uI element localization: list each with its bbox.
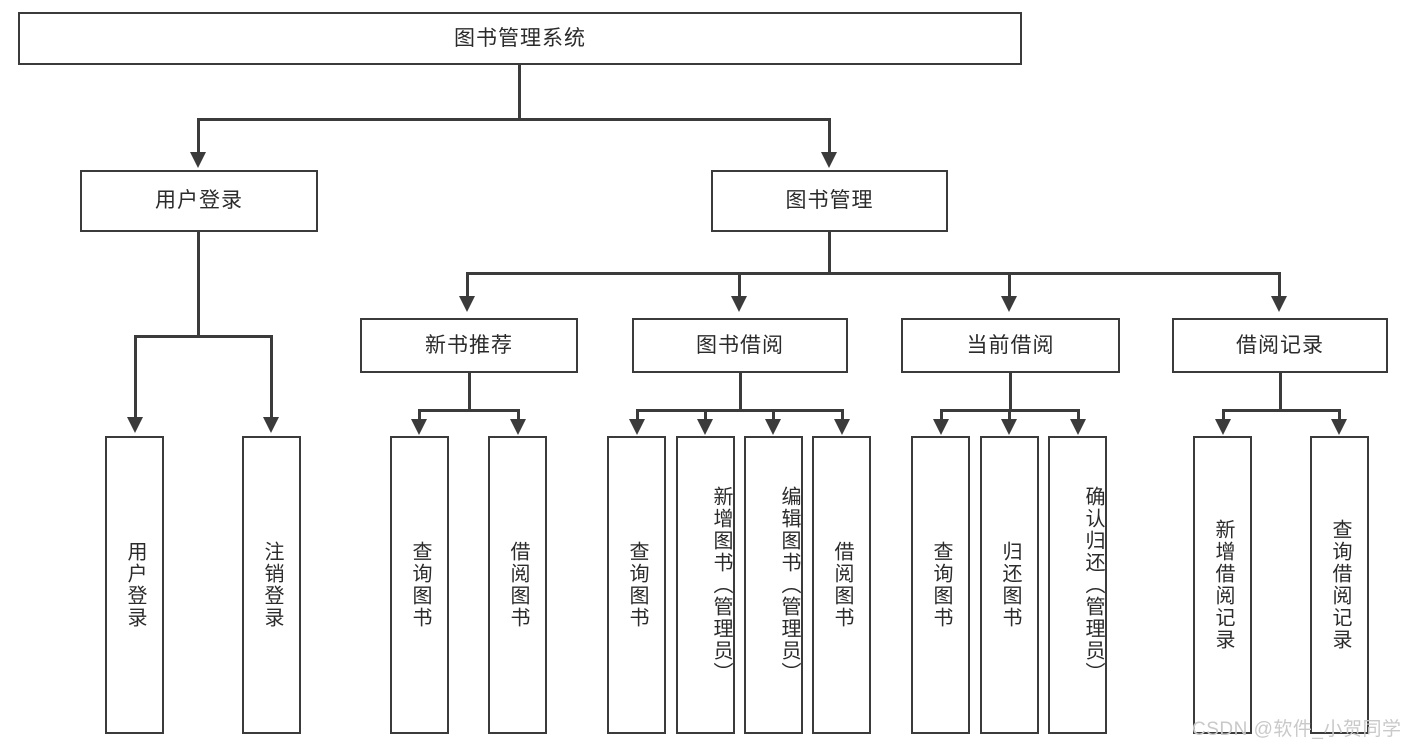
arrow-current-borrow-to-leaf-2 <box>1070 419 1086 435</box>
edge-root-to-user-login <box>197 118 200 154</box>
leaf-borrow-record-add-record[interactable]: 新增借阅记录 <box>1193 436 1252 734</box>
leaf-user-login-logout[interactable]: 注销登录 <box>242 436 301 734</box>
node-label: 归还图书 <box>999 541 1021 629</box>
edge-book-management-to-child-3 <box>1278 272 1281 298</box>
edge-book-management-to-child-1 <box>738 272 741 298</box>
edge-book-borrow-to-leaf-0 <box>636 409 639 421</box>
leaf-current-borrow-return-book[interactable]: 归还图书 <box>980 436 1039 734</box>
arrow-book-borrow-to-leaf-1 <box>697 419 713 435</box>
arrow-user-login-to-leaf-0 <box>127 417 143 433</box>
edge-book-management-to-child-0 <box>466 272 469 298</box>
edge-book-borrow-stem <box>739 373 742 411</box>
node-label: 查询图书 <box>626 541 648 629</box>
node-current-borrow[interactable]: 当前借阅 <box>901 318 1120 373</box>
edge-new-book-recommend-to-leaf-1 <box>517 409 520 421</box>
node-label: 用户登录 <box>124 541 146 629</box>
node-label: 图书借阅 <box>696 333 784 357</box>
arrow-borrow-record-to-leaf-0 <box>1215 419 1231 435</box>
edge-new-book-recommend-bus <box>418 409 520 412</box>
edge-root-stem <box>518 65 521 118</box>
arrow-book-management-to-child-3 <box>1271 296 1287 312</box>
node-label: 借阅记录 <box>1236 333 1324 357</box>
edge-borrow-record-to-leaf-0 <box>1222 409 1225 421</box>
node-label: 图书管理 <box>785 189 874 213</box>
node-user-login[interactable]: 用户登录 <box>80 170 318 232</box>
edge-new-book-recommend-stem <box>468 373 471 411</box>
arrow-book-borrow-to-leaf-0 <box>629 419 645 435</box>
edge-borrow-record-bus <box>1222 409 1341 412</box>
leaf-borrow-record-query-record[interactable]: 查询借阅记录 <box>1310 436 1369 734</box>
edge-book-management-stem <box>828 232 831 274</box>
edge-new-book-recommend-to-leaf-0 <box>418 409 421 421</box>
edge-current-borrow-stem <box>1009 373 1012 411</box>
edge-current-borrow-to-leaf-1 <box>1008 409 1011 421</box>
arrow-current-borrow-to-leaf-1 <box>1001 419 1017 435</box>
node-label: 图书管理系统 <box>454 26 586 50</box>
node-label: 编辑图书（管理员） <box>778 486 800 684</box>
leaf-user-login-user-login[interactable]: 用户登录 <box>105 436 164 734</box>
node-label: 查询图书 <box>930 541 952 629</box>
node-book-borrow[interactable]: 图书借阅 <box>632 318 848 373</box>
arrow-book-management-to-child-0 <box>459 296 475 312</box>
arrow-new-book-recommend-to-leaf-0 <box>411 419 427 435</box>
leaf-book-borrow-edit-book-admin[interactable]: 编辑图书（管理员） <box>744 436 803 734</box>
leaf-book-borrow-add-book-admin[interactable]: 新增图书（管理员） <box>676 436 735 734</box>
node-book-management[interactable]: 图书管理 <box>711 170 948 232</box>
edge-root-to-book-management <box>828 118 831 154</box>
edge-book-borrow-to-leaf-3 <box>841 409 844 421</box>
edge-book-borrow-to-leaf-1 <box>704 409 707 421</box>
arrow-book-borrow-to-leaf-2 <box>765 419 781 435</box>
arrow-current-borrow-to-leaf-0 <box>933 419 949 435</box>
edge-user-login-bus <box>134 335 273 338</box>
arrow-book-management-to-child-1 <box>731 296 747 312</box>
leaf-current-borrow-query-book[interactable]: 查询图书 <box>911 436 970 734</box>
arrow-book-management-to-child-2 <box>1001 296 1017 312</box>
edge-borrow-record-to-leaf-1 <box>1338 409 1341 421</box>
node-label: 借阅图书 <box>831 541 853 629</box>
node-label: 借阅图书 <box>507 541 529 629</box>
leaf-current-borrow-confirm-return-admin[interactable]: 确认归还（管理员） <box>1048 436 1107 734</box>
node-new-book-recommend[interactable]: 新书推荐 <box>360 318 578 373</box>
edge-book-management-bus <box>466 272 1281 275</box>
edge-book-borrow-bus <box>636 409 844 412</box>
edge-user-login-stem <box>197 232 200 337</box>
edge-borrow-record-stem <box>1279 373 1282 411</box>
node-label: 查询图书 <box>409 541 431 629</box>
edge-user-login-to-leaf-1 <box>270 335 273 419</box>
edge-current-borrow-to-leaf-0 <box>940 409 943 421</box>
csdn-watermark: CSDN @软件_小贺同学 <box>1192 719 1402 740</box>
arrow-root-to-user-login <box>190 152 206 168</box>
node-label: 新增图书（管理员） <box>710 486 732 684</box>
edge-user-login-to-leaf-0 <box>134 335 137 419</box>
leaf-book-borrow-borrow-book[interactable]: 借阅图书 <box>812 436 871 734</box>
edge-book-borrow-to-leaf-2 <box>772 409 775 421</box>
node-label: 查询借阅记录 <box>1329 519 1351 651</box>
edge-book-management-to-child-2 <box>1008 272 1011 298</box>
arrow-borrow-record-to-leaf-1 <box>1331 419 1347 435</box>
node-label: 注销登录 <box>261 541 283 629</box>
node-label: 确认归还（管理员） <box>1082 486 1104 684</box>
leaf-new-book-recommend-query-book[interactable]: 查询图书 <box>390 436 449 734</box>
node-borrow-record[interactable]: 借阅记录 <box>1172 318 1388 373</box>
arrow-book-borrow-to-leaf-3 <box>834 419 850 435</box>
node-label: 当前借阅 <box>966 333 1055 357</box>
edge-root-bus <box>197 118 831 121</box>
arrow-user-login-to-leaf-1 <box>263 417 279 433</box>
node-label: 新书推荐 <box>425 333 513 357</box>
arrow-root-to-book-management <box>821 152 837 168</box>
node-root-book-management-system[interactable]: 图书管理系统 <box>18 12 1022 65</box>
leaf-book-borrow-query-book[interactable]: 查询图书 <box>607 436 666 734</box>
arrow-new-book-recommend-to-leaf-1 <box>510 419 526 435</box>
edge-current-borrow-to-leaf-2 <box>1077 409 1080 421</box>
leaf-new-book-recommend-borrow-book[interactable]: 借阅图书 <box>488 436 547 734</box>
node-label: 新增借阅记录 <box>1212 519 1234 651</box>
node-label: 用户登录 <box>155 189 243 213</box>
